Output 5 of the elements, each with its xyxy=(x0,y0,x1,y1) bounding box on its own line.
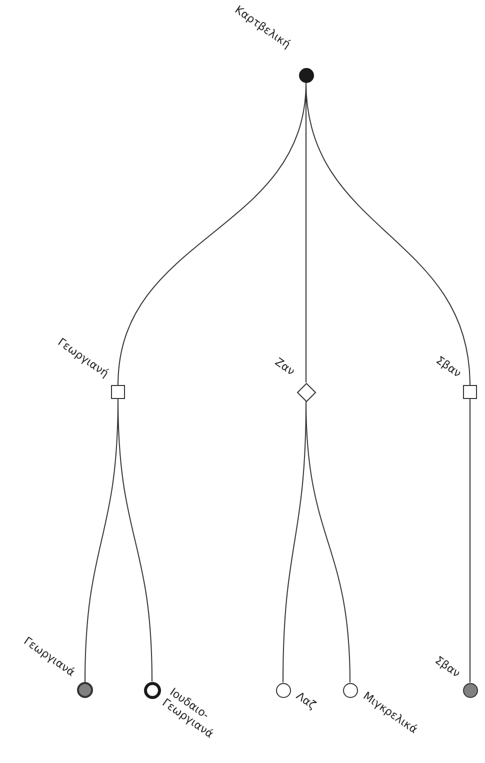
connector-line xyxy=(306,401,350,683)
connector-line xyxy=(118,398,152,682)
node-label: Λαζ xyxy=(292,690,318,712)
connector-line xyxy=(306,82,470,386)
node-label: Ζαν xyxy=(272,356,296,378)
